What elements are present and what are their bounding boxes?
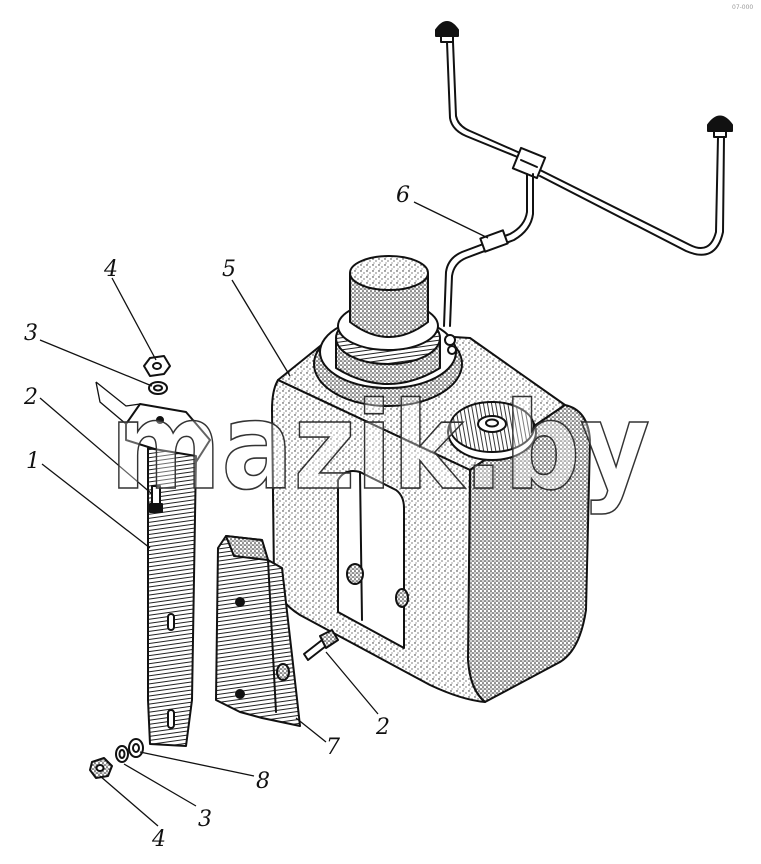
filler-cap	[447, 401, 537, 461]
callout-3-lower: 3	[198, 807, 212, 832]
callout-4-lower: 4	[151, 827, 166, 852]
nozzle-tubing-assembly	[435, 21, 733, 327]
callout-4-upper: 4	[103, 257, 118, 282]
nut-lower	[89, 757, 113, 779]
washer-reservoir	[271, 255, 591, 703]
callout-8: 8	[256, 769, 270, 794]
right-nozzle	[707, 115, 733, 138]
left-nozzle	[435, 21, 459, 43]
callout-2-upper: 2	[23, 385, 38, 410]
watermark: mazik.by	[110, 378, 650, 517]
support-bracket	[215, 535, 301, 727]
callout-7: 7	[326, 735, 340, 760]
pump-motor	[313, 255, 463, 407]
mounting-bracket	[125, 403, 211, 747]
callout-1: 1	[26, 449, 40, 474]
bolt-lower	[303, 629, 339, 661]
bolt-upper	[149, 485, 163, 513]
flat-washer-lower	[128, 738, 144, 758]
tee-fitting	[511, 146, 547, 180]
washer-upper	[148, 381, 168, 395]
leader-lines	[39, 201, 489, 827]
callout-6: 6	[396, 183, 410, 208]
callout-3-upper: 3	[24, 321, 38, 346]
nut-upper	[143, 355, 171, 377]
callout-2-lower: 2	[375, 715, 390, 740]
callout-5: 5	[222, 257, 236, 282]
corner-mark: 07-000	[732, 4, 753, 11]
spring-washer-lower	[115, 745, 129, 763]
